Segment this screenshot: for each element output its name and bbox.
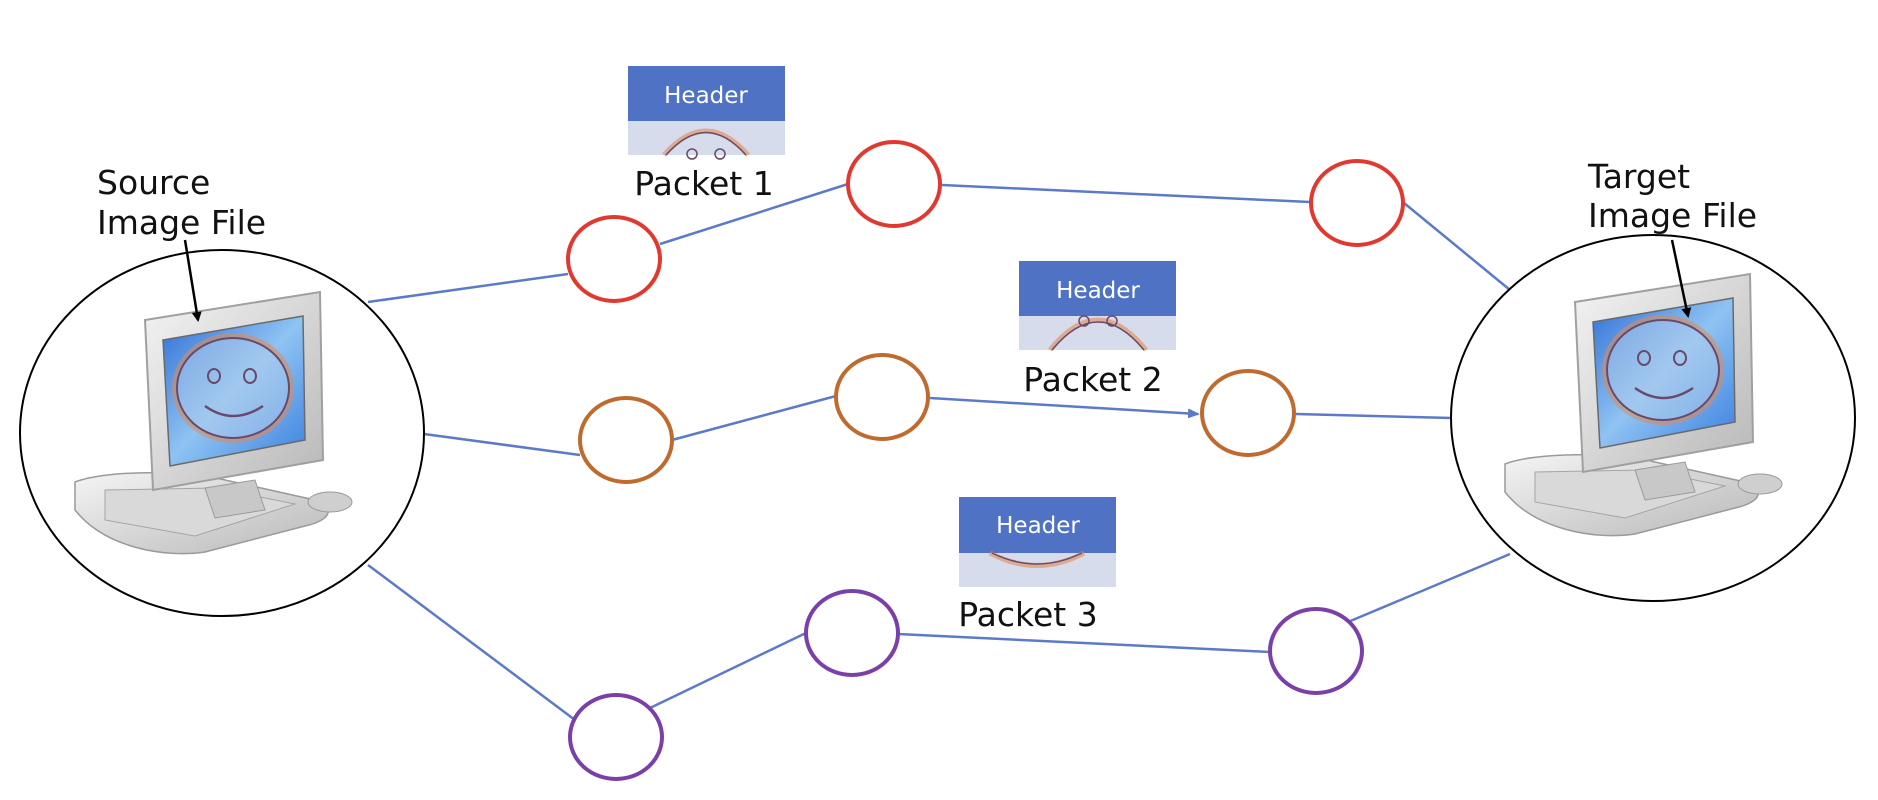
router-node-icon — [1268, 607, 1364, 695]
router-node-icon — [1309, 159, 1405, 247]
packet-1-header: Header — [664, 83, 748, 109]
packet-3-label: Packet 3 — [958, 595, 1097, 634]
packet-2: Header Packet 2 — [1019, 261, 1176, 399]
packet-1-label: Packet 1 — [634, 164, 773, 203]
router-node-icon — [834, 353, 930, 441]
route-2-nodes — [578, 353, 1296, 484]
router-node-icon — [566, 215, 662, 303]
router-node-icon — [846, 140, 942, 228]
packet-3: Header Packet 3 — [958, 497, 1116, 634]
source-label-line1: Source — [97, 163, 210, 202]
target-computer — [1450, 234, 1856, 602]
packet-3-header: Header — [996, 513, 1080, 539]
arrow-icon — [1670, 239, 1692, 318]
packet-1: Header Packet 1 — [628, 66, 785, 203]
target-label-line1: Target — [1587, 157, 1690, 196]
source-computer — [19, 249, 425, 617]
target-label: Target Image File — [1587, 157, 1757, 318]
route-1-nodes — [566, 140, 1405, 303]
router-node-icon — [804, 589, 900, 677]
router-node-icon — [578, 396, 674, 484]
router-node-icon — [568, 693, 664, 781]
source-label-line2: Image File — [97, 203, 266, 242]
router-node-icon — [1200, 369, 1296, 457]
target-label-line2: Image File — [1588, 196, 1757, 235]
source-label: Source Image File — [97, 163, 266, 322]
arrow-icon — [183, 239, 202, 322]
network-links — [367, 182, 1511, 722]
packet-2-label: Packet 2 — [1023, 360, 1162, 399]
route-3-nodes — [568, 589, 1364, 781]
packet-2-header: Header — [1056, 278, 1140, 304]
